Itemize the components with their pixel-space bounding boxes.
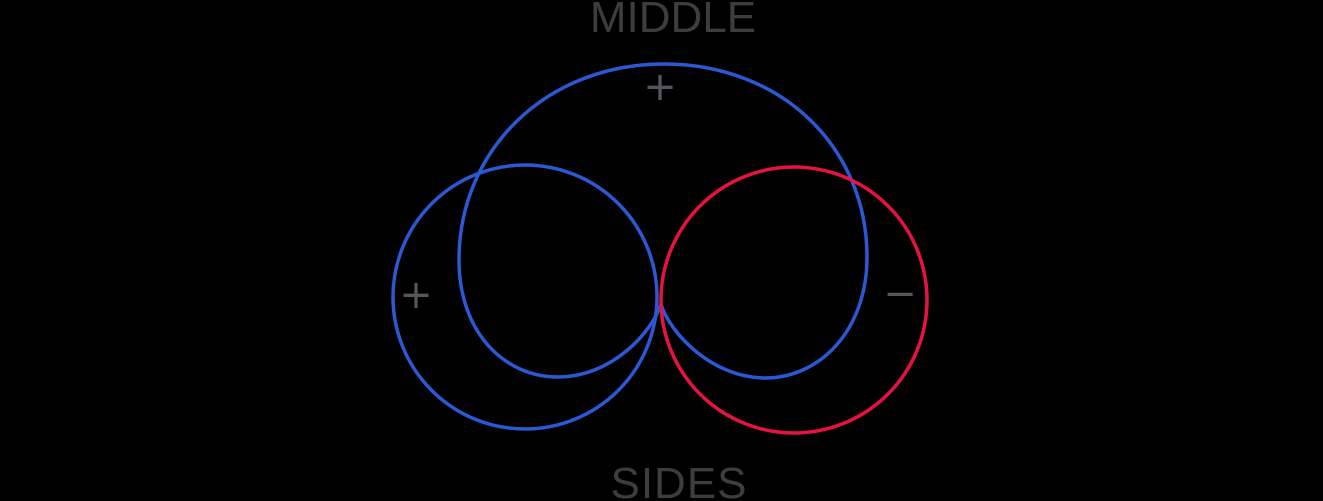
mid-pattern-curve bbox=[457, 62, 869, 380]
middle-label: MIDDLE bbox=[590, 0, 756, 42]
side-right-lobe-circle bbox=[659, 165, 929, 435]
side-right-minus-sign: − bbox=[883, 271, 917, 317]
sides-label: SIDES bbox=[610, 459, 747, 501]
side-left-plus-sign: + bbox=[399, 272, 433, 318]
side-left-lobe-circle bbox=[391, 163, 659, 431]
mid-plus-sign: + bbox=[643, 64, 677, 110]
